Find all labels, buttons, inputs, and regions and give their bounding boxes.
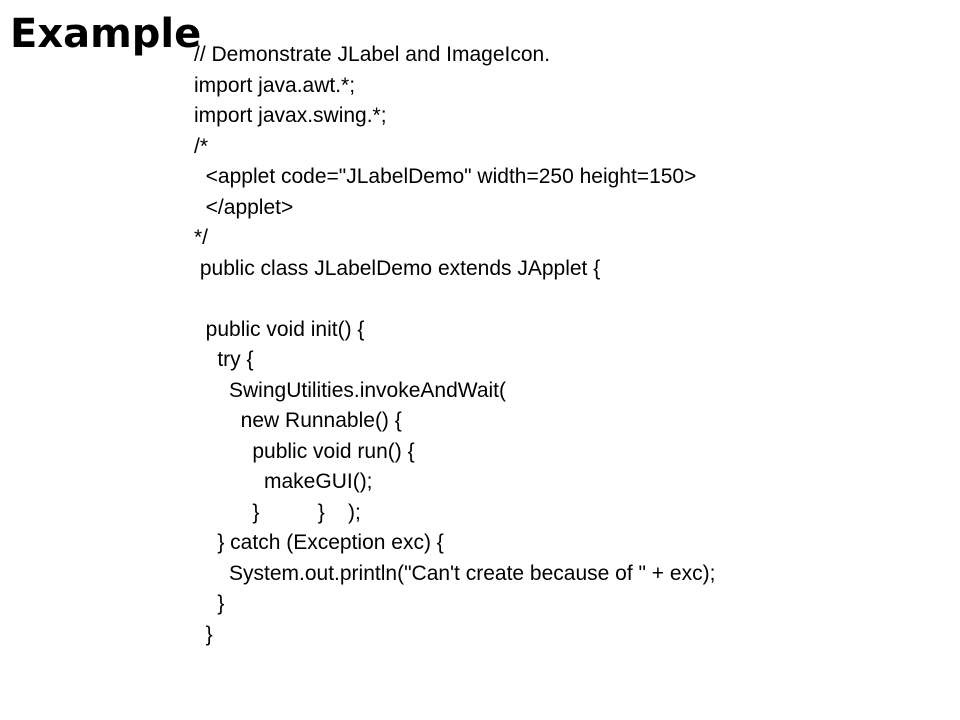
- code-line: </applet>: [194, 195, 294, 219]
- code-line: */: [194, 226, 209, 249]
- code-line: new Runnable() {: [194, 409, 402, 432]
- code-line: public void run() {: [194, 439, 415, 463]
- code-line: }: [194, 622, 213, 646]
- code-line: /*: [194, 134, 209, 158]
- code-line: SwingUtilities.invokeAndWait(: [194, 378, 506, 402]
- code-line: } catch (Exception exc) {: [194, 531, 444, 554]
- code-line: } } );: [194, 500, 361, 524]
- code-line: <applet code="JLabelDemo" width=250 heig…: [194, 165, 697, 188]
- code-line: public class JLabelDemo extends JApplet …: [194, 256, 601, 280]
- slide-title: Example: [10, 11, 202, 57]
- code-line: try {: [194, 348, 254, 371]
- code-line: import java.awt.*;: [194, 73, 356, 97]
- code-listing: // Demonstrate JLabel and ImageIcon. imp…: [194, 40, 715, 650]
- code-line: }: [194, 592, 225, 615]
- code-line: import javax.swing.*;: [194, 104, 387, 127]
- code-line: // Demonstrate JLabel and ImageIcon.: [194, 43, 551, 66]
- code-line: [194, 284, 715, 315]
- code-line: public void init() {: [194, 317, 365, 341]
- code-line: System.out.println("Can't create because…: [194, 561, 716, 585]
- code-line: makeGUI();: [194, 470, 373, 493]
